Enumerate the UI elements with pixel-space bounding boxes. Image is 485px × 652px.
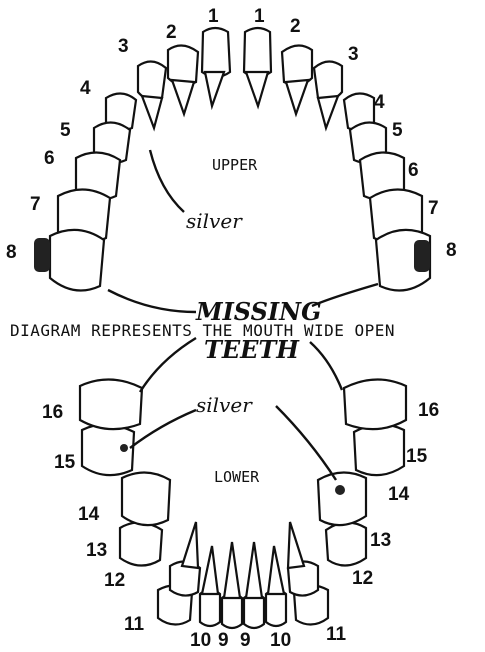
- lower-right-tooth-13: [326, 522, 366, 565]
- lower-right-number-12: 12: [352, 568, 373, 589]
- lower-left-root-11: [182, 522, 198, 568]
- lower-right-number-16: 16: [418, 400, 439, 421]
- lower-right-tooth-10: [266, 590, 286, 626]
- lower-left-number-9: 9: [218, 630, 229, 651]
- lower-right-tooth-14: [318, 472, 366, 525]
- upper-right-filling-8: [414, 240, 430, 272]
- lower-right-number-15: 15: [406, 446, 428, 467]
- silver-lower-annotation: silver: [196, 393, 253, 417]
- upper-silver-pointer: [150, 150, 184, 212]
- lower-left-tooth-14: [122, 472, 170, 525]
- lower-right-number-9: 9: [240, 630, 251, 651]
- lower-right-tooth-16: [344, 379, 406, 429]
- lower-left-number-10: 10: [190, 630, 211, 651]
- lower-left-root-9: [224, 542, 240, 598]
- upper-left-tooth-3: [138, 61, 166, 100]
- lower-left-root-10: [202, 546, 218, 594]
- upper-right-number-2: 2: [290, 16, 301, 37]
- upper-right-number-7: 7: [428, 198, 439, 219]
- upper-right-number-1: 1: [254, 6, 265, 27]
- lower-right-tooth-15: [354, 424, 404, 475]
- upper-left-missing-line: [108, 290, 196, 312]
- upper-right-root-2: [286, 80, 308, 114]
- upper-left-tooth-8: [50, 230, 104, 291]
- silver-upper-annotation: silver: [186, 209, 243, 233]
- upper-left-number-4: 4: [80, 78, 91, 99]
- upper-left-root-2: [172, 80, 194, 114]
- upper-right-tooth-1: [244, 28, 271, 77]
- lower-silver-pointer-right: [276, 406, 336, 480]
- upper-left-number-7: 7: [30, 194, 41, 215]
- upper-left-root-3: [142, 96, 162, 128]
- lower-left-number-11: 11: [124, 614, 145, 635]
- lower-label: LOWER: [214, 468, 260, 486]
- lower-left-filling-15: [120, 444, 128, 452]
- upper-label: UPPER: [212, 156, 258, 174]
- lower-right-filling-14: [335, 485, 345, 495]
- upper-left-filling-8: [34, 238, 50, 272]
- upper-right-number-8: 8: [446, 240, 457, 261]
- lower-left-number-15: 15: [54, 452, 76, 473]
- upper-right-tooth-3: [314, 61, 342, 100]
- upper-right-number-6: 6: [408, 160, 419, 181]
- lower-left-missing-line: [140, 338, 196, 392]
- upper-left-number-6: 6: [44, 148, 55, 169]
- lower-right-root-10: [268, 546, 284, 594]
- upper-left-tooth-1: [202, 28, 230, 77]
- upper-left-root-1: [205, 72, 224, 106]
- lower-left-number-14: 14: [78, 504, 100, 525]
- upper-right-number-5: 5: [392, 120, 403, 141]
- teeth-annotation: TEETH: [204, 335, 300, 364]
- lower-left-tooth-10: [200, 590, 220, 626]
- lower-left-number-13: 13: [86, 540, 107, 561]
- upper-left-number-5: 5: [60, 120, 71, 141]
- lower-left-tooth-13: [120, 522, 162, 565]
- upper-left-number-8: 8: [6, 242, 17, 263]
- upper-right-number-4: 4: [374, 92, 385, 113]
- upper-right-root-3: [318, 96, 338, 128]
- lower-left-number-12: 12: [104, 570, 125, 591]
- lower-right-root-11: [288, 522, 304, 568]
- lower-right-number-10: 10: [270, 630, 291, 651]
- upper-left-number-1: 1: [208, 6, 219, 27]
- upper-right-number-3: 3: [348, 44, 359, 65]
- lower-left-number-16: 16: [42, 402, 63, 423]
- lower-right-missing-line: [310, 342, 342, 390]
- upper-right-root-1: [246, 72, 268, 106]
- upper-left-number-2: 2: [166, 22, 177, 43]
- lower-right-number-13: 13: [370, 530, 391, 551]
- lower-right-root-9: [246, 542, 262, 598]
- missing-annotation: MISSING: [195, 297, 322, 326]
- lower-right-number-11: 11: [326, 624, 347, 645]
- lower-right-number-14: 14: [388, 484, 410, 505]
- upper-right-missing-line: [312, 284, 378, 306]
- lower-left-tooth-16: [80, 379, 142, 429]
- upper-left-number-3: 3: [118, 36, 129, 57]
